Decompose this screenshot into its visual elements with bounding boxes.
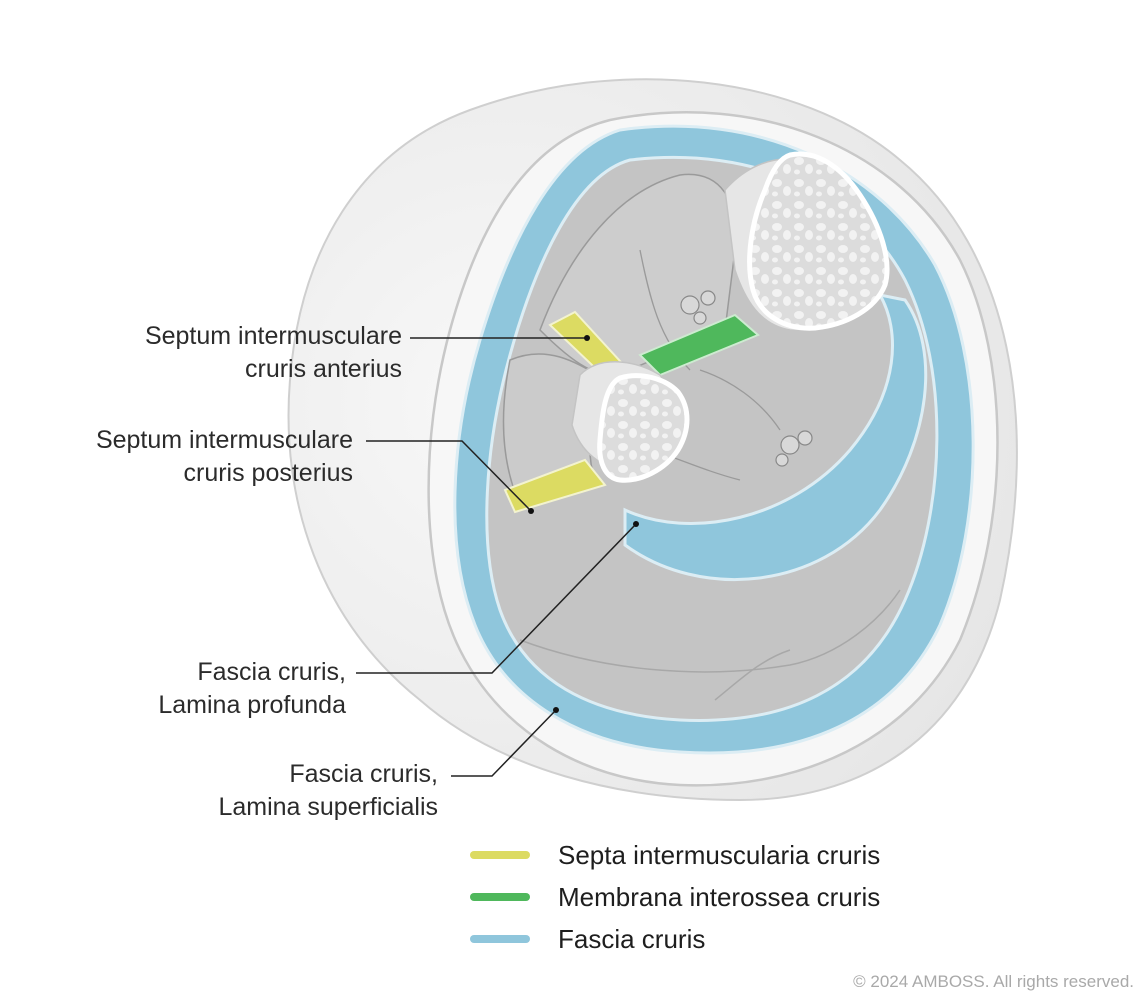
leader-lamina-profunda [356, 523, 637, 674]
legend-swatch-septa [470, 851, 530, 859]
leader-lines [356, 337, 637, 777]
legend-item-fascia: Fascia cruris [470, 919, 705, 959]
copyright-notice: © 2024 AMBOSS. All rights reserved. [853, 972, 1134, 991]
posterior-muscle-divider [714, 649, 791, 701]
label-septum-posterius-line1: Septum intermusculare [95, 426, 353, 454]
legend-item-septa: Septa intermuscularia cruris [470, 835, 880, 875]
fibula-cross-section [597, 373, 690, 483]
membrana-interossea [638, 313, 760, 377]
label-lamina-superficialis: Fascia cruris, Lamina superficialis [218, 758, 438, 824]
label-lamina-superficialis-line1: Fascia cruris, [289, 760, 438, 788]
legend-label-fascia: Fascia cruris [558, 923, 706, 954]
leader-lamina-superficialis [451, 709, 557, 777]
fascia-profunda [623, 292, 928, 581]
label-lamina-profunda: Fascia cruris, Lamina profunda [158, 656, 346, 722]
legend-item-membrana: Membrana interossea cruris [470, 877, 880, 917]
leader-septum-posterius [366, 440, 532, 512]
tibia-cross-section [747, 151, 890, 331]
label-lamina-superficialis-line2: Lamina superficialis [218, 793, 438, 821]
label-septum-anterius: Septum intermusculare cruris anterius [145, 320, 402, 386]
legend-swatch-fascia [470, 935, 530, 943]
legend-label-septa: Septa intermuscularia cruris [558, 839, 881, 870]
label-septum-anterius-line1: Septum intermusculare [144, 322, 402, 350]
posterior-muscle-lines [519, 589, 901, 673]
vessels-posterior [775, 430, 813, 467]
legend-swatch-membrana [470, 893, 530, 901]
vessels-anterior [680, 290, 716, 325]
septum-posterius [503, 458, 607, 514]
leader-dots [528, 335, 639, 713]
label-septum-posterius-line2: cruris posterius [183, 459, 354, 487]
legend-label-membrana: Membrana interossea cruris [558, 881, 881, 912]
label-septum-posterius: Septum intermusculare cruris posterius [96, 424, 353, 490]
label-lamina-profunda-line2: Lamina profunda [158, 691, 346, 719]
label-septum-anterius-line2: cruris anterius [245, 355, 402, 383]
label-lamina-profunda-line1: Fascia cruris, [197, 658, 346, 686]
